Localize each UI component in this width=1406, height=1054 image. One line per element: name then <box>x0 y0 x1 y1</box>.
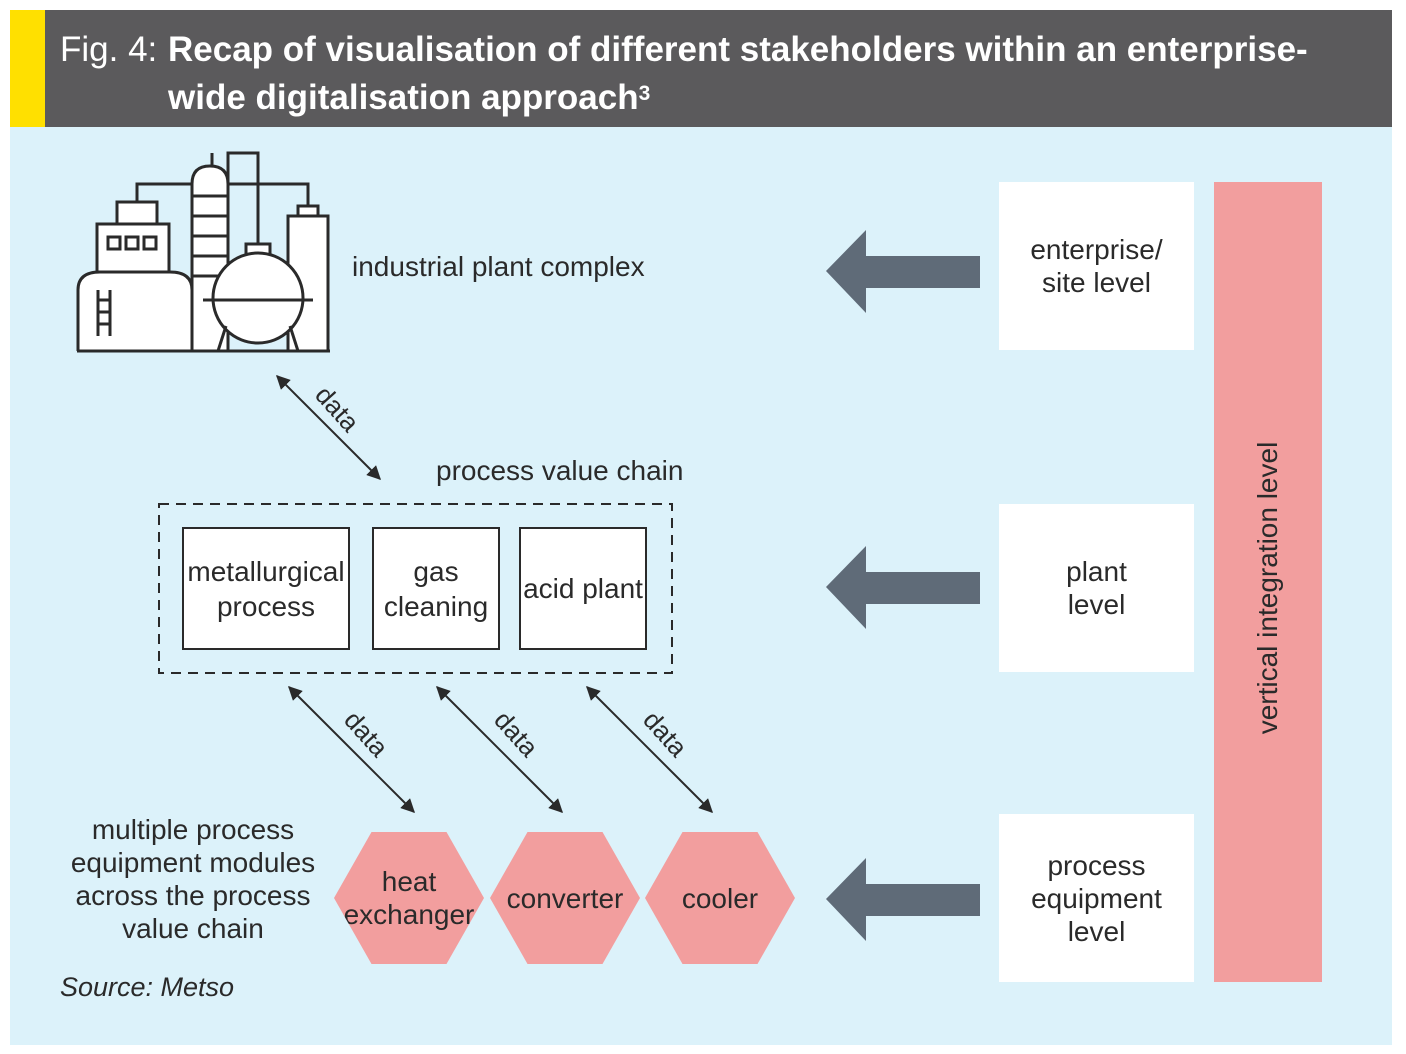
source-note: Source: Metso <box>60 972 235 1002</box>
level-enterprise-label: enterprise/ site level <box>1030 234 1163 298</box>
figure-header <box>10 10 1392 127</box>
figure-title: Recap of visualisation of different stak… <box>168 26 1378 122</box>
level-plant-label: plant level <box>1066 556 1127 620</box>
plant-complex-label: industrial plant complex <box>352 251 645 282</box>
process-metallurgical: metallurgical process <box>182 527 350 650</box>
process-gas-cleaning: gas cleaning <box>372 527 500 650</box>
data-arrow-cooler <box>586 686 713 813</box>
level-plant: plant level <box>999 504 1194 672</box>
data-arrow-converter <box>436 686 563 813</box>
data-arrow-heat-exchanger <box>288 686 415 813</box>
vertical-integration-bar <box>1214 182 1322 982</box>
level-arrow-plant <box>826 546 980 629</box>
vertical-integration-label: vertical integration level <box>1252 441 1283 735</box>
level-enterprise-site: enterprise/ site level <box>999 182 1194 350</box>
process-acid-plant: acid plant <box>519 527 647 650</box>
data-arrow-plant-chain <box>276 375 381 480</box>
title-footnote-ref: 3 <box>638 82 651 105</box>
equipment-converter: converter <box>490 832 640 964</box>
figure-label: Fig. 4: <box>60 30 158 69</box>
value-chain-label: process value chain <box>436 455 684 486</box>
equipment-heat-exchanger: heat exchanger <box>334 832 484 964</box>
level-process-equipment: process equipment level <box>999 814 1194 982</box>
figure-title-text: Recap of visualisation of different stak… <box>168 30 1308 117</box>
modules-label: multiple process equipment modules acros… <box>70 814 316 944</box>
accent-bar <box>10 10 45 127</box>
level-arrow-enterprise <box>826 230 980 313</box>
industrial-plant-icon <box>76 151 330 353</box>
equipment-cooler: cooler <box>645 832 795 964</box>
level-equipment-label: process equipment level <box>1031 849 1162 947</box>
level-arrow-equipment <box>826 858 980 941</box>
value-chain-boundary <box>158 503 673 674</box>
